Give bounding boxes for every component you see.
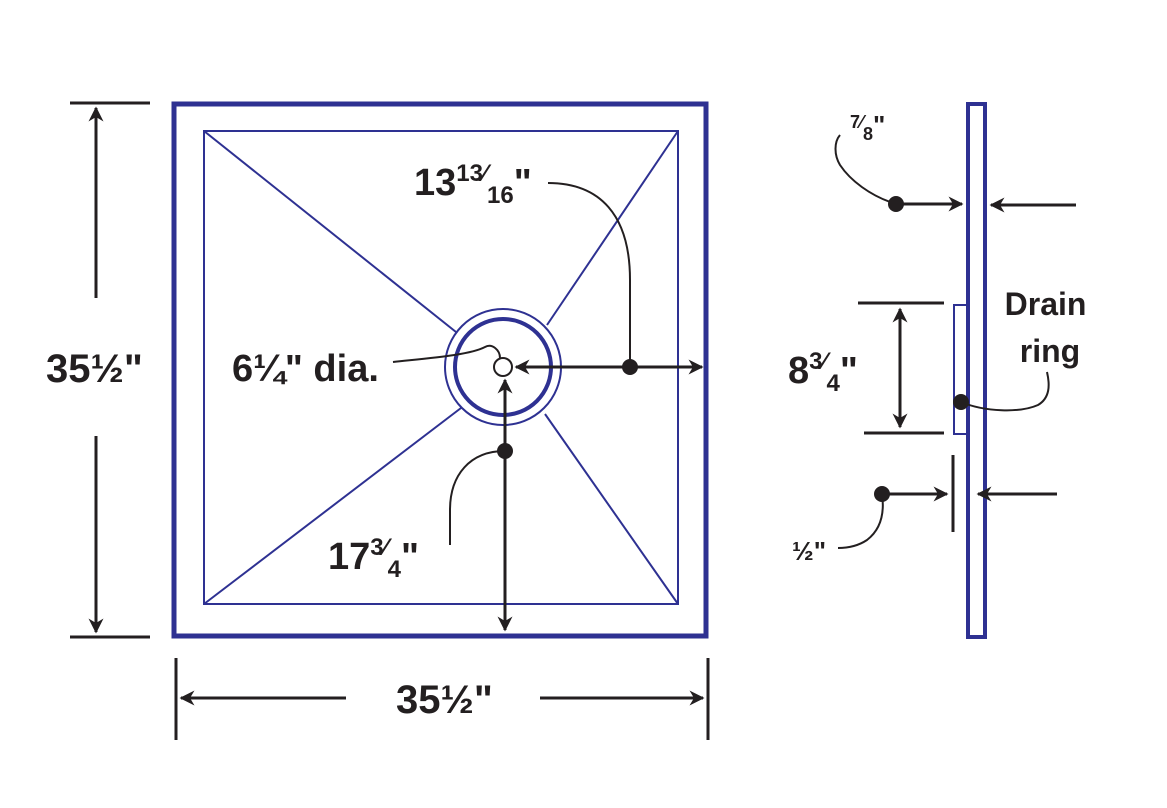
- ring-depth-dot: [874, 486, 890, 502]
- height-label: 35½": [46, 347, 143, 391]
- drain-ring-dot: [953, 394, 969, 410]
- pan-outer-edge: [171, 101, 709, 639]
- drain-offset-y-dot: [497, 443, 513, 459]
- side-view: [953, 102, 987, 639]
- drain-offset-y-label: 173⁄4": [328, 534, 419, 583]
- thickness-label: 7⁄8": [850, 110, 885, 144]
- slope-lines: [203, 130, 679, 605]
- drain-diameter-label: 6¼" dia.: [232, 348, 379, 390]
- drain-offset-x-dot: [622, 359, 638, 375]
- drain-offset-x-dimension: [514, 182, 704, 375]
- drain-diameter-leader: [392, 344, 501, 363]
- ring-depth-dimension: [837, 455, 1057, 549]
- pan-side-profile: [966, 102, 987, 639]
- drain-offset-x-label: 1313⁄16": [414, 160, 532, 209]
- width-dimension: [174, 658, 710, 740]
- width-label: 35½": [396, 678, 493, 722]
- drain-offset-y-dimension: [449, 378, 513, 632]
- drain-ring-label: Drain ring: [1005, 286, 1096, 369]
- ring-height-label: 83⁄4": [788, 348, 858, 397]
- ring-height-dimension: [858, 301, 944, 435]
- thickness-dimension: [834, 134, 1076, 213]
- height-dimension: [70, 101, 150, 639]
- thickness-dot: [888, 196, 904, 212]
- drain-ring-profile: [953, 304, 968, 435]
- drain-ring-leader: [960, 371, 1050, 412]
- ring-depth-label: ½": [792, 536, 826, 566]
- drain-hole: [493, 357, 513, 377]
